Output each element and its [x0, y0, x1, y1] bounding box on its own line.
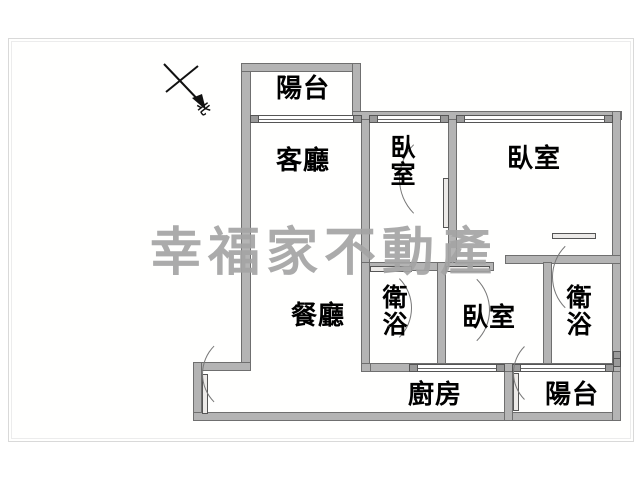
door-swing-arc	[402, 266, 490, 354]
door-balcony-bottom	[513, 335, 553, 413]
room-label-living-room: 客廳	[275, 146, 330, 176]
window-bathroom-right	[613, 351, 621, 367]
window-mullion	[418, 368, 496, 369]
room-label-kitchen: 廚房	[407, 380, 462, 410]
window-cap-right	[440, 115, 449, 123]
door-swing-arc	[552, 233, 640, 321]
room-label-balcony-bottom: 陽台	[544, 380, 599, 410]
room-label-balcony-top: 陽台	[275, 74, 330, 104]
window-cap-left	[409, 364, 418, 372]
room-label-bedroom-top-left: 臥室	[387, 134, 416, 188]
window-mullion	[259, 119, 353, 120]
window-kitchen-balcony	[409, 364, 505, 372]
window-cap-bottom	[613, 358, 621, 367]
window-cap-left	[369, 115, 378, 123]
window-cap-right	[496, 364, 505, 372]
compass-north: 北	[160, 58, 224, 122]
wall-outer-top	[241, 63, 361, 72]
door-entrance	[202, 334, 244, 416]
window-balcony-living	[250, 115, 362, 123]
window-bedroom-top-1	[369, 115, 449, 123]
room-label-dining-room: 餐廳	[290, 301, 345, 331]
window-mullion	[465, 119, 604, 120]
wall-kitchen-balcony	[504, 371, 513, 421]
window-bedroom-top-2	[456, 115, 613, 123]
door-bathroom-right	[552, 233, 600, 321]
window-mullion	[378, 119, 440, 120]
room-label-bathroom-middle: 衛浴	[379, 284, 408, 338]
door-bedroom-bottom	[446, 266, 494, 354]
wall-kitchen-left-stub	[361, 363, 371, 372]
wall-outer-bottom	[193, 412, 621, 421]
window-cap-right	[353, 115, 362, 123]
watermark-text: 幸福家不動產	[150, 223, 499, 283]
window-cap-left	[250, 115, 259, 123]
door-swing-arc	[399, 130, 497, 228]
room-label-bedroom-bottom: 臥室	[461, 303, 516, 333]
door-swing-arc	[513, 335, 589, 411]
window-cap-right	[604, 115, 613, 123]
window-cap-right	[605, 364, 614, 372]
compass-arrow-icon	[163, 63, 206, 110]
door-swing-arc	[202, 334, 282, 414]
window-cap-left	[456, 115, 465, 123]
room-label-bathroom-right: 衛浴	[563, 284, 592, 338]
door-bedroom-top-1	[399, 130, 449, 230]
room-label-bedroom-top-right: 臥室	[506, 144, 561, 174]
